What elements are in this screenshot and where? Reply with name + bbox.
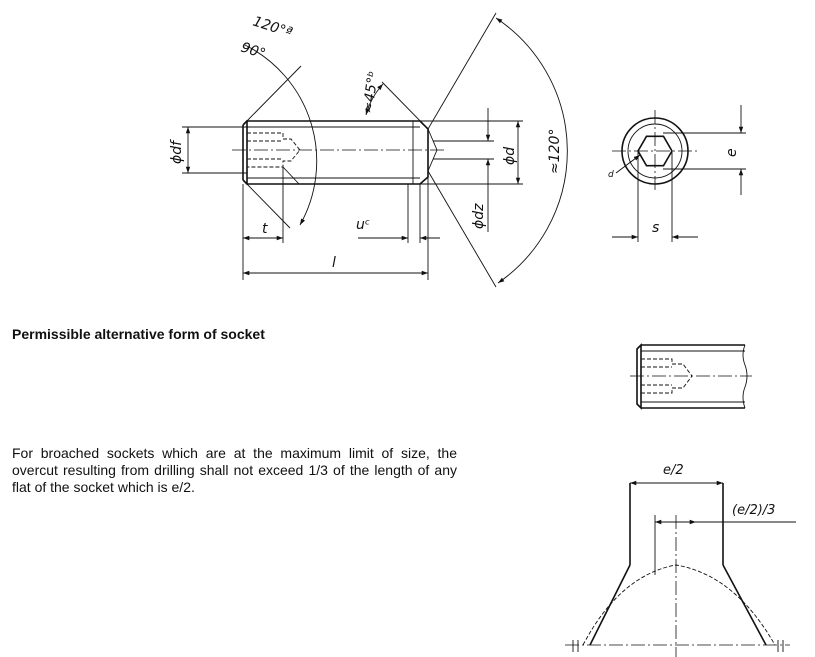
label-l: l xyxy=(332,255,336,271)
label-45b: ≈45°ᵇ xyxy=(360,70,382,114)
side-view xyxy=(232,120,445,185)
label-120-approx: ≈120° xyxy=(547,129,563,174)
label-120a: 120°ª xyxy=(251,14,295,42)
end-view-label-s: s xyxy=(652,220,659,236)
arc-90-dimension xyxy=(244,44,318,226)
label-e-half: e/2 xyxy=(663,463,684,478)
arc-120-dimension xyxy=(495,17,568,284)
label-u: uᶜ xyxy=(356,217,370,233)
arc-45-dimension xyxy=(365,83,384,116)
alternative-socket-view xyxy=(630,343,752,410)
linear-dimensions xyxy=(182,108,523,280)
end-view-label-d: d xyxy=(608,170,614,180)
detail-view xyxy=(565,480,796,657)
label-d: ϕd xyxy=(502,147,518,165)
label-df: ϕdf xyxy=(169,139,185,164)
section-heading: Permissible alternative form of socket xyxy=(12,326,265,342)
label-dz: ϕdz xyxy=(471,203,487,229)
label-90: 90° xyxy=(239,40,268,63)
set-screw-body xyxy=(246,120,429,185)
end-view xyxy=(612,105,746,242)
angle-dimensions xyxy=(242,12,568,288)
label-t: t xyxy=(262,221,268,237)
label-e-half-third: (e/2)/3 xyxy=(732,503,775,518)
note-paragraph: For broached sockets which are at the ma… xyxy=(12,445,457,495)
end-view-label-e: e xyxy=(724,148,740,157)
socket-hidden-outline xyxy=(247,132,301,168)
